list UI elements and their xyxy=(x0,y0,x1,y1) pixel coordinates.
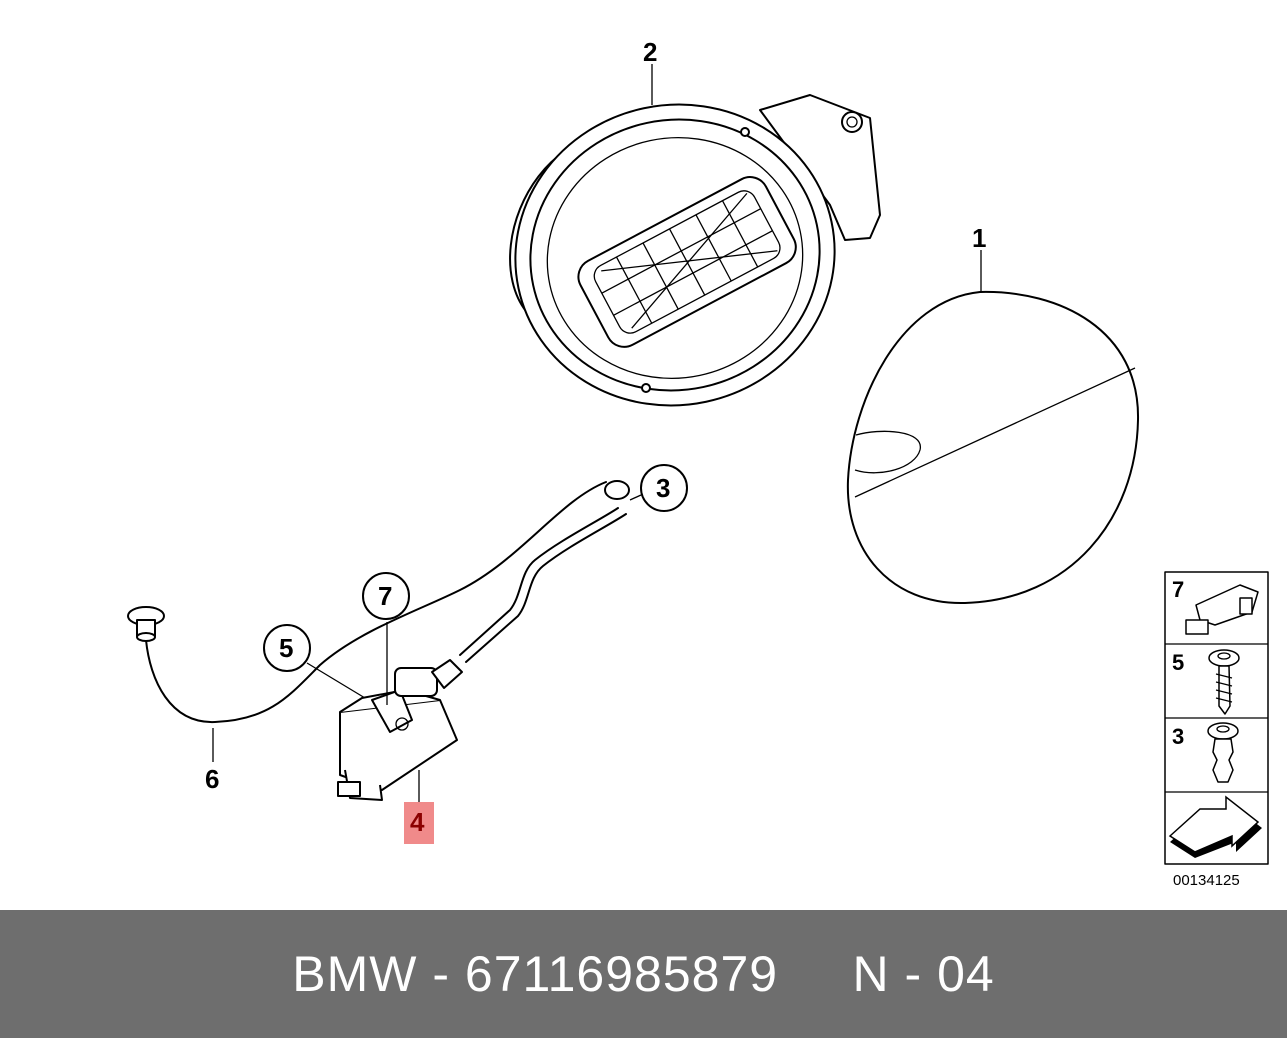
callout-4-highlight xyxy=(404,802,434,844)
tether-drawing xyxy=(127,481,607,724)
callout-3: 3 xyxy=(656,473,670,503)
leader-lines xyxy=(212,64,982,808)
bowden-cable-drawing xyxy=(459,480,630,663)
fuel-flap-drawing xyxy=(846,290,1140,605)
actuator-drawing xyxy=(337,659,463,801)
expanding-rivet-icon xyxy=(1207,722,1239,783)
caption-text: BMW - 67116985879 N - 04 xyxy=(292,946,995,1002)
callout-5: 5 xyxy=(279,633,293,663)
callout-6: 6 xyxy=(205,764,219,794)
legend-label-5: 5 xyxy=(1172,650,1184,675)
legend-label-3: 3 xyxy=(1172,724,1184,749)
filler-housing-drawing xyxy=(509,94,881,407)
caption-bar: BMW - 67116985879 N - 04 xyxy=(0,910,1287,1038)
screw-icon xyxy=(1208,649,1240,715)
callout-7-circle xyxy=(362,572,410,620)
legend-panel: 7 5 3 xyxy=(1164,571,1269,865)
callout-2: 2 xyxy=(643,37,657,67)
callout-4: 4 xyxy=(410,807,425,837)
legend-label-7: 7 xyxy=(1172,577,1184,602)
callout-7: 7 xyxy=(378,581,392,611)
callout-1: 1 xyxy=(972,223,986,253)
clip-icon xyxy=(1185,584,1259,635)
reference-number: 00134125 xyxy=(1173,872,1240,889)
parts-diagram: 1 2 3 4 5 6 7 7 5 3 xyxy=(127,37,1269,889)
callout-3-circle xyxy=(640,464,688,512)
arrow-icon xyxy=(1168,795,1262,858)
callout-5-circle xyxy=(263,624,311,672)
